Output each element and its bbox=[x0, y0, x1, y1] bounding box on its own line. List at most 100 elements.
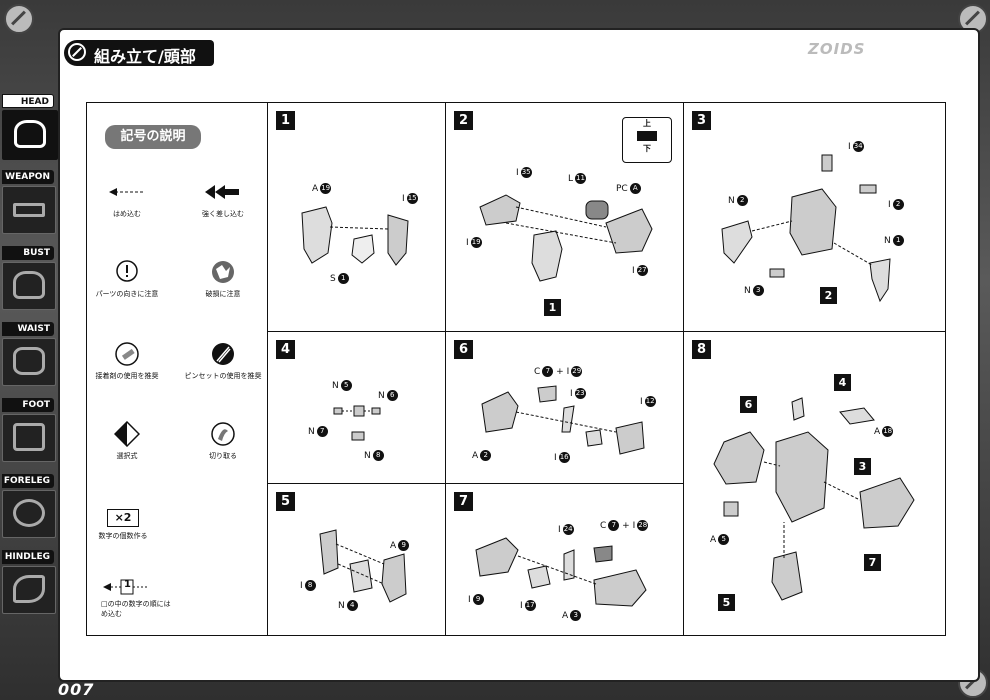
head-thumbnail-icon bbox=[2, 110, 58, 160]
sidebar-item-foreleg[interactable]: FORELEG bbox=[0, 474, 58, 542]
legend-text: 切り取る bbox=[209, 452, 237, 460]
sidebar-item-label: FORELEG bbox=[2, 474, 54, 488]
sidebar-item-hindleg[interactable]: HINDLEG bbox=[0, 550, 58, 618]
sidebar-item-weapon[interactable]: WEAPON bbox=[0, 170, 58, 238]
bust-thumbnail-icon bbox=[2, 262, 56, 310]
step-number: 1 bbox=[276, 111, 295, 130]
legend-item-tweezers: ピンセットの使用を推奨 bbox=[183, 341, 263, 381]
sidebar-item-head[interactable]: HEAD bbox=[0, 94, 58, 162]
legend-text: □の中の数字の順にはめ込む bbox=[101, 600, 171, 618]
sidebar-item-label: WAIST bbox=[2, 322, 54, 336]
legend-text: パーツの向きに注意 bbox=[95, 290, 159, 298]
legend-text: 数字の個数作る bbox=[98, 532, 148, 540]
step-number: 8 bbox=[692, 340, 711, 359]
legend-item-glue: 接着剤の使用を推奨 bbox=[87, 341, 167, 381]
step-7-diagram bbox=[475, 537, 647, 607]
step-reference-tag: 4 bbox=[834, 374, 851, 391]
weapon-thumbnail-icon bbox=[2, 186, 56, 234]
choice-icon bbox=[113, 420, 141, 448]
orientation-top-label: 上 bbox=[643, 119, 651, 128]
sidebar-item-bust[interactable]: BUST bbox=[0, 246, 58, 314]
step-number: 2 bbox=[454, 111, 473, 130]
legend-text: 選択式 bbox=[116, 452, 138, 460]
step-reference-tag: 7 bbox=[864, 554, 881, 571]
step-reference-tag: 2 bbox=[820, 287, 837, 304]
legend-text: 強く差し込む bbox=[202, 210, 244, 218]
step-reference-tag: 1 bbox=[544, 299, 561, 316]
foreleg-thumbnail-icon bbox=[2, 490, 56, 538]
step-5-diagram bbox=[319, 529, 407, 603]
sidebar-item-waist[interactable]: WAIST bbox=[0, 322, 58, 390]
order-badge: 1 bbox=[124, 579, 131, 590]
section-title-bar: 組み立て/頭部 bbox=[64, 40, 214, 66]
step-reference-tag: 6 bbox=[740, 396, 757, 413]
multiply-icon: ×2 bbox=[107, 509, 139, 527]
legend-item-order: 1 □の中の数字の順にはめ込む bbox=[101, 579, 171, 619]
legend-text: ピンセットの使用を推奨 bbox=[184, 372, 262, 380]
brand-logo: ZOIDS bbox=[808, 40, 866, 58]
legend-text: はめ込む bbox=[113, 210, 141, 218]
sidebar-item-foot[interactable]: FOOT bbox=[0, 398, 58, 466]
dashed-arrow-icon bbox=[109, 179, 145, 205]
orientation-guide: 上 下 bbox=[622, 117, 672, 163]
legend-item-insert: はめ込む bbox=[87, 179, 167, 219]
sidebar-item-label: BUST bbox=[2, 246, 54, 260]
legend-item-cut: 切り取る bbox=[183, 421, 263, 461]
step-number: 5 bbox=[276, 492, 295, 511]
step-number: 3 bbox=[692, 111, 711, 130]
legend-title: 記号の説明 bbox=[105, 125, 201, 149]
legend-item-multiply: ×2 数字の個数作る bbox=[93, 509, 153, 541]
cut-icon bbox=[210, 421, 236, 447]
tweezers-icon bbox=[210, 341, 236, 367]
page-number: 007 bbox=[58, 680, 95, 699]
orientation-bottom-label: 下 bbox=[643, 144, 651, 153]
sidebar-item-label: WEAPON bbox=[2, 170, 54, 184]
hindleg-thumbnail-icon bbox=[2, 566, 56, 614]
glue-icon bbox=[114, 341, 140, 367]
breakage-icon bbox=[210, 259, 236, 285]
step-number: 7 bbox=[454, 492, 473, 511]
step-number: 6 bbox=[454, 340, 473, 359]
legend-item-choice: 選択式 bbox=[87, 420, 167, 461]
sidebar-item-label: HEAD bbox=[2, 94, 54, 108]
screw-icon bbox=[4, 4, 34, 34]
screwdriver-icon bbox=[68, 43, 86, 61]
sidebar-item-label: HINDLEG bbox=[2, 550, 54, 564]
sidebar-item-label: FOOT bbox=[2, 398, 54, 412]
legend-item-breakage: 破損に注意 bbox=[183, 259, 263, 299]
exclamation-bubble-icon bbox=[114, 259, 140, 285]
